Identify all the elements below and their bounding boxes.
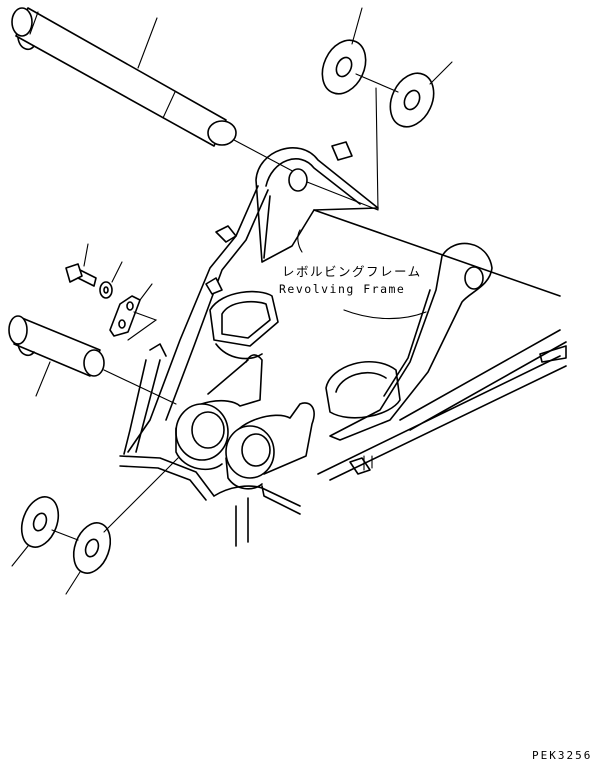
leader-upper-washer-2 (429, 61, 453, 85)
bolt (65, 263, 97, 287)
leader-bolt (83, 243, 89, 267)
frame-label-leader (343, 309, 427, 320)
lower-pin (8, 315, 105, 377)
frame-label-english: Revolving Frame (279, 282, 406, 296)
lower-washer-2 (72, 522, 112, 574)
upper-washer-axis (301, 73, 399, 211)
hardware-axis (127, 311, 158, 341)
frame-label-japanese: レボルビングフレーム (282, 264, 422, 279)
lower-pin-axis (103, 369, 177, 405)
leader-lower-washer-1 (11, 545, 29, 567)
leader-lock-plate (139, 283, 153, 301)
leader-upper-pin (137, 17, 158, 69)
small-block (331, 141, 353, 161)
leader-lower-washer-2 (65, 571, 81, 595)
drawing-code: PEK3256 (532, 749, 593, 762)
leader-upper-washer-1 (351, 7, 363, 45)
small-washer (99, 281, 113, 299)
upper-washer-1 (321, 39, 367, 95)
revolving-frame (119, 147, 567, 547)
upper-pin (11, 7, 237, 147)
leader-lower-pin (35, 361, 51, 397)
lower-washer-1 (20, 496, 60, 548)
leader-small-washer (111, 261, 123, 283)
lock-plate (109, 295, 141, 337)
upper-washer-2 (389, 72, 435, 128)
lower-washer-axis (51, 457, 179, 541)
